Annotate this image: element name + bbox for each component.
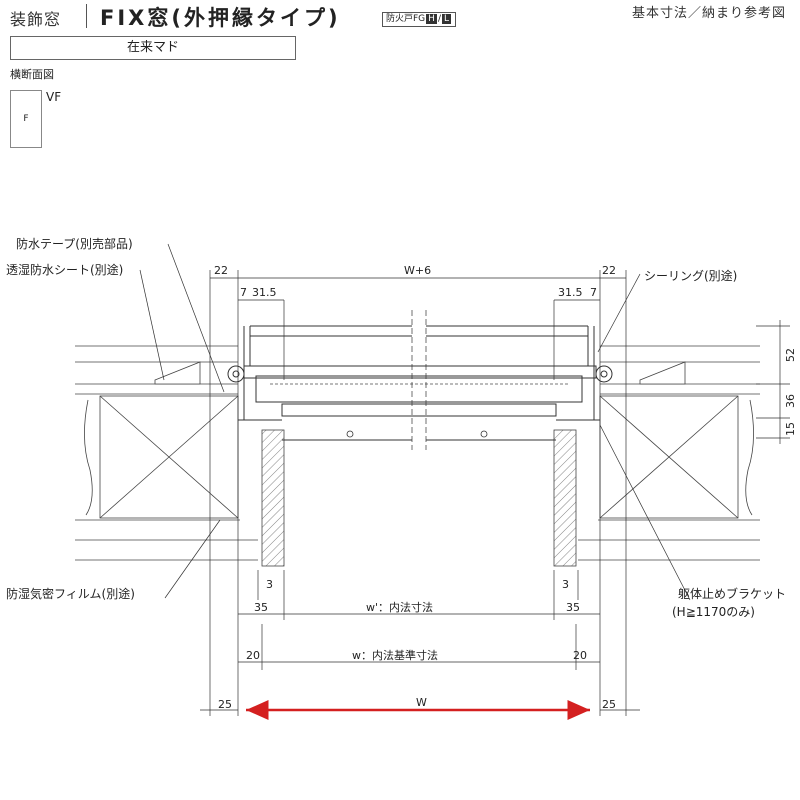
label-bracket-note: (H≧1170のみ)	[672, 605, 755, 619]
siding	[154, 361, 686, 385]
label-waterproof-tape: 防水テープ(別売部品)	[16, 236, 133, 251]
dim-side-15: 15	[784, 422, 797, 436]
section-label: 横断面図	[10, 68, 54, 81]
dim-overall: W	[416, 696, 427, 709]
dim-right-35: 35	[566, 601, 580, 614]
dim-right-315: 31.5	[558, 286, 583, 299]
variant-box: 在来マド	[10, 36, 296, 60]
label-vapor-film: 防湿気密フィルム(別途)	[6, 586, 135, 601]
reference-title: 基本寸法／納まり参考図	[631, 6, 786, 21]
dim-left-3: 3	[266, 578, 273, 591]
label-moisture-sheet: 透湿防水シート(別途)	[6, 262, 123, 277]
dim-left-7: 7	[240, 286, 247, 299]
fire-l-badge: L	[441, 14, 451, 24]
label-bracket: 躯体止めブラケット	[678, 586, 786, 601]
left-stud	[84, 395, 239, 519]
dim-right-20: 20	[573, 649, 587, 662]
dim-top-left: 22	[214, 264, 228, 277]
dim-left-20: 20	[246, 649, 260, 662]
dim-left-35: 35	[254, 601, 268, 614]
window-frame	[238, 325, 600, 441]
page-title: FIX窓(外押縁タイプ)	[100, 6, 341, 30]
label-sealing: シーリング(別途)	[644, 268, 737, 283]
right-stud	[599, 395, 754, 519]
window-type-icon: F	[10, 90, 42, 148]
header-divider	[86, 4, 87, 28]
left-trim-board	[261, 429, 285, 567]
screw-heads	[346, 430, 488, 438]
right-trim-board	[553, 429, 577, 567]
wall-layers	[75, 345, 760, 561]
dim-inner: w'：内法寸法	[366, 600, 433, 614]
dim-top-center: W+6	[404, 264, 431, 277]
fire-door-prefix: 防火戸FG	[386, 14, 426, 24]
dim-right-7: 7	[590, 286, 597, 299]
leader-lines	[139, 243, 691, 601]
dim-inner-std: w：内法基準寸法	[352, 648, 438, 662]
category-label: 装飾窓	[10, 10, 62, 29]
dim-left-315: 31.5	[252, 286, 277, 299]
dim-side-36: 36	[784, 394, 797, 408]
fire-h-badge: H	[426, 14, 437, 24]
dim-side-52: 52	[784, 348, 797, 362]
fire-separator: /	[437, 14, 441, 24]
window-type-label: VF	[46, 90, 62, 104]
dimension-lines	[200, 270, 790, 716]
dim-left-25: 25	[218, 698, 232, 711]
sealant	[227, 365, 613, 383]
dim-right-3: 3	[562, 578, 569, 591]
dim-top-right: 22	[602, 264, 616, 277]
dim-right-25: 25	[602, 698, 616, 711]
